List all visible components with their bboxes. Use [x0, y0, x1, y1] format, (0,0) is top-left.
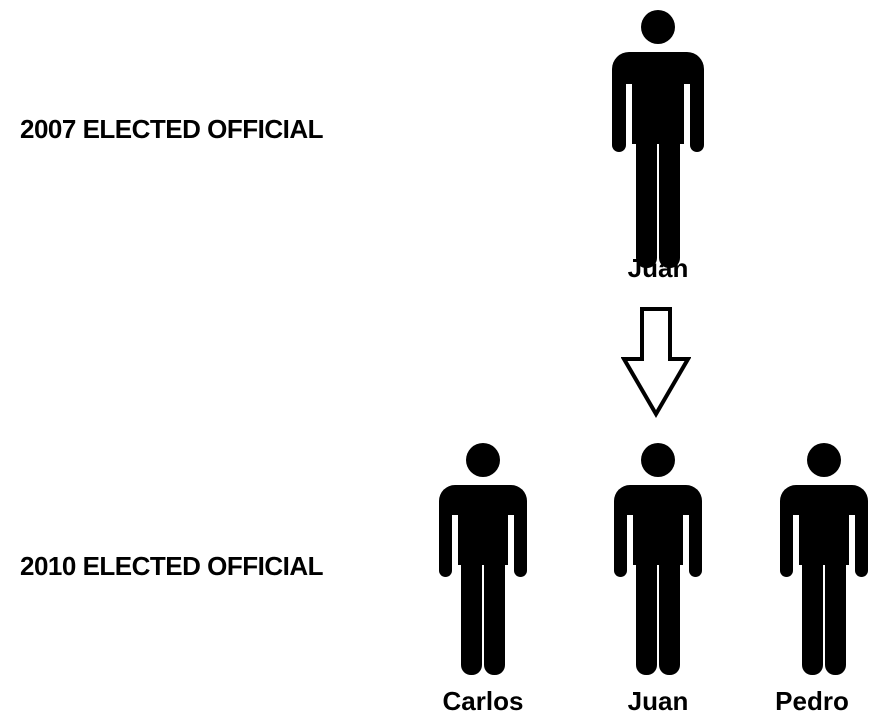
row-label-2010: 2010 ELECTED OFFICIAL — [20, 551, 324, 581]
person-icon — [612, 10, 704, 268]
person-icon — [612, 443, 704, 675]
row-label-2007: 2007 ELECTED OFFICIAL — [20, 114, 324, 144]
down-arrow-icon — [621, 306, 691, 418]
person-name-juan-2010: Juan — [627, 686, 689, 716]
person-name-carlos: Carlos — [442, 686, 524, 716]
person-name-juan-2007: Juan — [627, 253, 689, 283]
person-icon — [778, 443, 870, 675]
person-name-pedro: Pedro — [775, 686, 849, 716]
person-icon — [437, 443, 529, 675]
